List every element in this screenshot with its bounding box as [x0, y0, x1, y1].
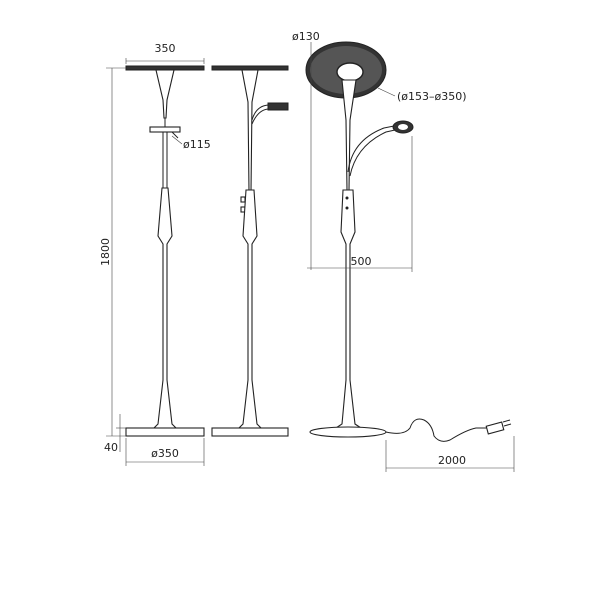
- lamp3-plug: [485, 421, 505, 435]
- dim-head-width: 350: [155, 42, 176, 55]
- lamp1-body: [152, 187, 178, 429]
- dim-base-diameter: ø350: [151, 447, 179, 460]
- lamp3-reading-arm: [347, 125, 395, 173]
- lamp2-base: [211, 427, 289, 437]
- dim-arm-reach: 500: [351, 255, 372, 268]
- dim-head-range: (ø153–ø350): [397, 90, 467, 103]
- dim-base-height: 40: [104, 441, 118, 454]
- lamp-perspective-view: ø130 (ø153–ø350) 500 2000: [292, 30, 515, 472]
- lamp1-reading-bowl: [149, 126, 181, 133]
- dim-height: 1800: [99, 238, 112, 266]
- dim-bowl-small: ø115: [183, 138, 211, 151]
- lamp-side-view: [211, 65, 289, 437]
- lamp3-neck: [341, 79, 357, 191]
- lamp3-base: [309, 426, 387, 438]
- lamp2-head-plate: [211, 65, 289, 71]
- lamp2-neck: [241, 69, 259, 193]
- lamp3-head-center: [336, 62, 364, 82]
- lamp3-cable: [385, 418, 488, 442]
- lamp1-neck: [155, 69, 175, 119]
- lamp3-body: [334, 189, 363, 429]
- lamp2-body: [237, 189, 263, 429]
- dim-head-inner: ø130: [292, 30, 320, 43]
- lamp1-base: [125, 427, 205, 437]
- lamp1-head-plate: [125, 65, 205, 71]
- dim-cable-length: 2000: [438, 454, 466, 467]
- lamp2-reading-head: [267, 102, 289, 111]
- lamp-front-view: 350 ø115 1800 40 ø350: [99, 42, 211, 466]
